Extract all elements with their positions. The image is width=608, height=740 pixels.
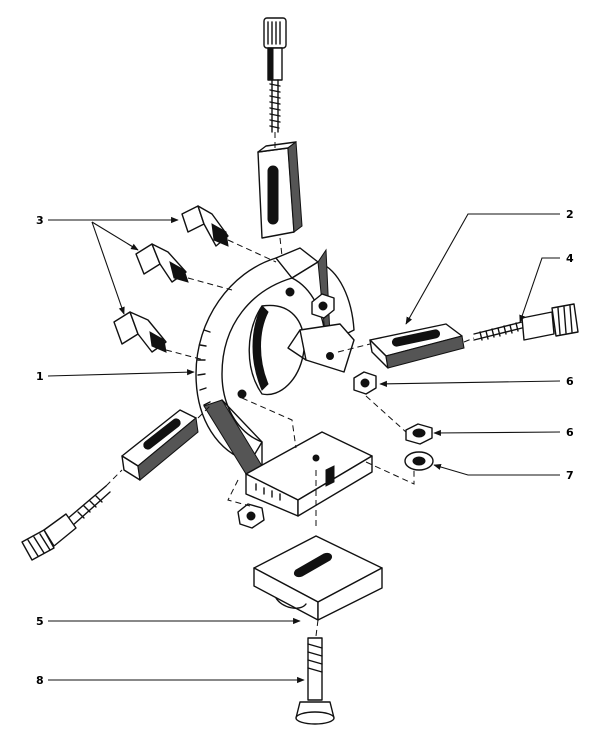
hex-nut-lower xyxy=(237,503,265,529)
callout-6-lower: 6 xyxy=(566,426,574,439)
callout-5: 5 xyxy=(36,615,44,628)
top-slotted-clamp xyxy=(257,141,303,239)
stud-bolt-middle xyxy=(135,243,189,283)
right-slotted-clamp xyxy=(369,323,465,369)
callout-1: 1 xyxy=(36,370,44,383)
callout-6-upper: 6 xyxy=(566,375,574,388)
hex-nut-6b xyxy=(405,423,433,445)
holder-base-plate xyxy=(245,431,373,517)
slide-block xyxy=(253,535,383,621)
callout-8: 8 xyxy=(36,674,44,687)
stud-bolt-lower xyxy=(113,311,167,353)
stud-bolt-upper xyxy=(181,205,229,247)
callout-labels: 3 1 2 4 6 6 7 5 8 xyxy=(36,208,574,687)
hex-nut-6a xyxy=(353,371,377,395)
assembly-centerlines xyxy=(105,132,475,637)
callout-4: 4 xyxy=(566,252,574,265)
callout-leaders xyxy=(47,213,561,684)
left-knurled-screw xyxy=(21,485,111,561)
bottom-cap-screw xyxy=(295,637,335,725)
callout-7: 7 xyxy=(566,469,574,482)
main-holder-body xyxy=(195,247,355,475)
left-slotted-clamp xyxy=(121,409,199,481)
callout-3: 3 xyxy=(36,214,44,227)
callout-2: 2 xyxy=(566,208,574,221)
washer-7 xyxy=(404,451,434,471)
right-knurled-screw xyxy=(473,303,579,341)
top-knurled-screw xyxy=(263,17,287,133)
hex-nut-upper xyxy=(311,293,335,319)
